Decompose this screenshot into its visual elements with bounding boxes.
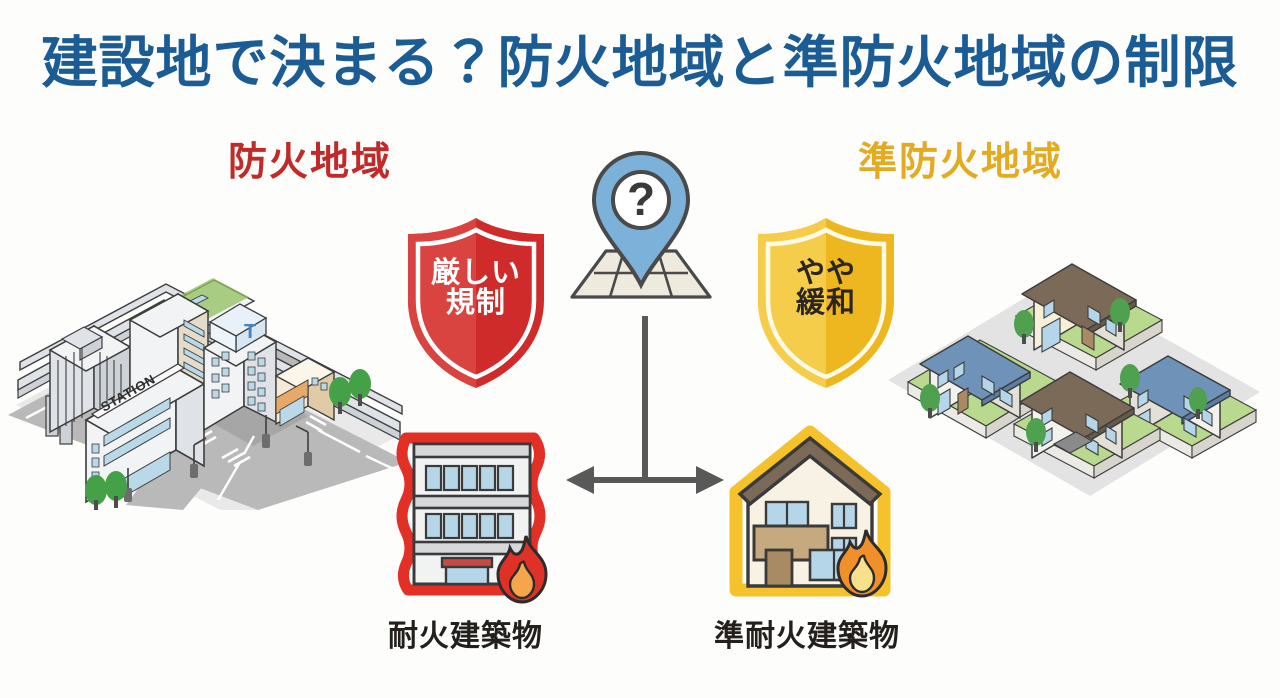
zone-heading-semi-fire-prevention-district: 準防火地域 [858, 141, 1064, 184]
icon-fireproof-building [396, 432, 548, 604]
svg-text:T: T [244, 321, 256, 343]
zone-heading-fire-prevention-district: 防火地域 [228, 141, 393, 184]
icon-semi-fireproof-house [729, 425, 891, 598]
page-title: 建設地で決まる？防火地域と準防火地域の制限 [41, 31, 1239, 94]
map-pin-question-icon: ? [570, 150, 712, 299]
badge-strict-regulation-shield [408, 218, 544, 388]
connector-double-arrow [566, 316, 724, 494]
caption-fireproof-building: 耐火建築物 [388, 620, 543, 653]
caption-semi-fireproof-building: 準耐火建築物 [714, 620, 900, 653]
map-pin-symbol: ? [627, 173, 655, 225]
illustration-suburban-housing-scene: .sl { stroke:#3d3d3d; stroke-width:1.5; … [888, 263, 1260, 496]
badge-relaxed-regulation-shield [758, 218, 894, 388]
illustration-urban-city-scene: .ln { stroke:#3d3d3d; stroke-width:1.6; … [8, 278, 408, 510]
